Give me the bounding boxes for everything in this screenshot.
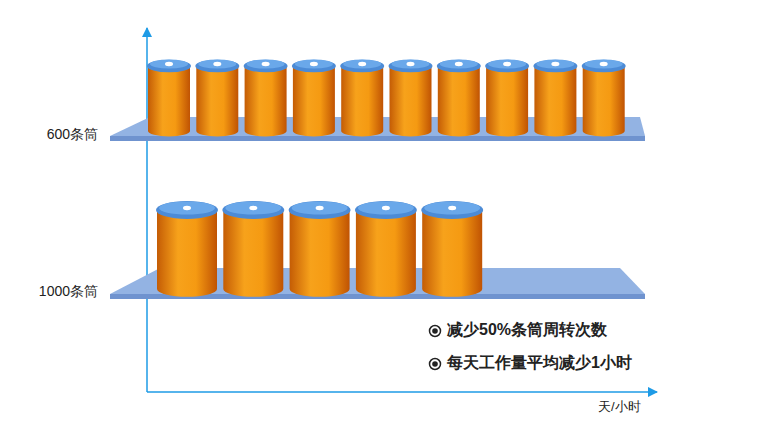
can-cylinder: [222, 201, 284, 297]
level-label: 1000条筒: [39, 283, 98, 300]
can-cylinder: [147, 59, 191, 136]
can-cylinder: [340, 59, 384, 136]
can-cylinder: [355, 201, 417, 297]
benefit-note: 减少50%条筒周转次数: [447, 320, 607, 339]
can-cylinder: [389, 59, 433, 136]
can-cylinder: [485, 59, 529, 136]
can-cylinder: [533, 59, 577, 136]
y-axis: [146, 28, 148, 392]
can-cylinder: [195, 59, 239, 136]
can-cylinder: [582, 59, 626, 136]
can-cylinder: [244, 59, 288, 136]
axis-label: 天/小时: [598, 399, 641, 415]
can-cylinder: [421, 201, 483, 297]
x-axis: [147, 391, 657, 393]
can-cylinder: [156, 201, 218, 297]
bullets: [430, 326, 441, 370]
can-cylinder: [292, 59, 336, 136]
benefit-note: 每天工作量平均减少1小时: [447, 353, 632, 372]
can-cylinder: [289, 201, 351, 297]
level-label: 600条筒: [47, 126, 98, 143]
cans: [147, 59, 626, 296]
can-cylinder: [437, 59, 481, 136]
